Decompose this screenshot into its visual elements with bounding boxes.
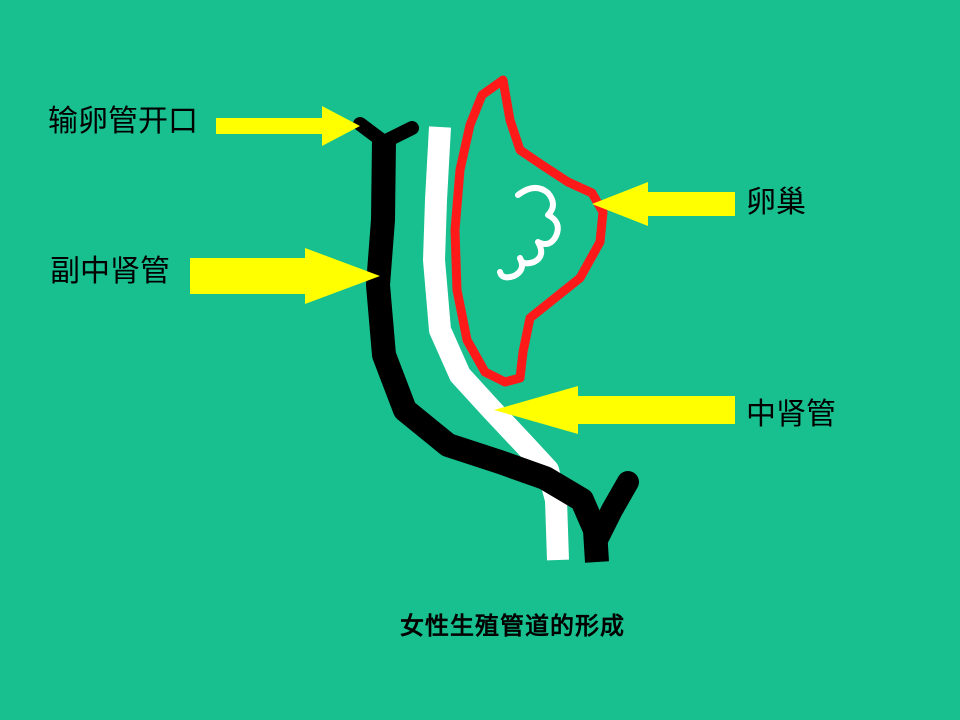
ovary-squiggle	[497, 185, 561, 281]
label-oviduct-opening: 输卵管开口	[48, 104, 198, 139]
oviduct-opening-fork	[353, 117, 419, 149]
paramesonephric-duct	[366, 139, 609, 563]
diagram-caption: 女性生殖管道的形成	[400, 612, 625, 640]
label-mesonephric-duct: 中肾管	[746, 397, 836, 432]
mesonephric-duct	[423, 126, 569, 561]
arrow-oviduct-opening	[216, 106, 360, 146]
paramesonephric-duct-branch	[586, 471, 639, 551]
label-paramesonephric-duct: 副中肾管	[50, 254, 170, 289]
arrow-mesonephric-duct	[494, 386, 735, 434]
label-ovary: 卵巢	[746, 185, 806, 220]
arrow-ovary	[592, 182, 735, 226]
arrow-paramesonephric-duct	[190, 248, 380, 304]
ovary-outline	[450, 75, 608, 387]
